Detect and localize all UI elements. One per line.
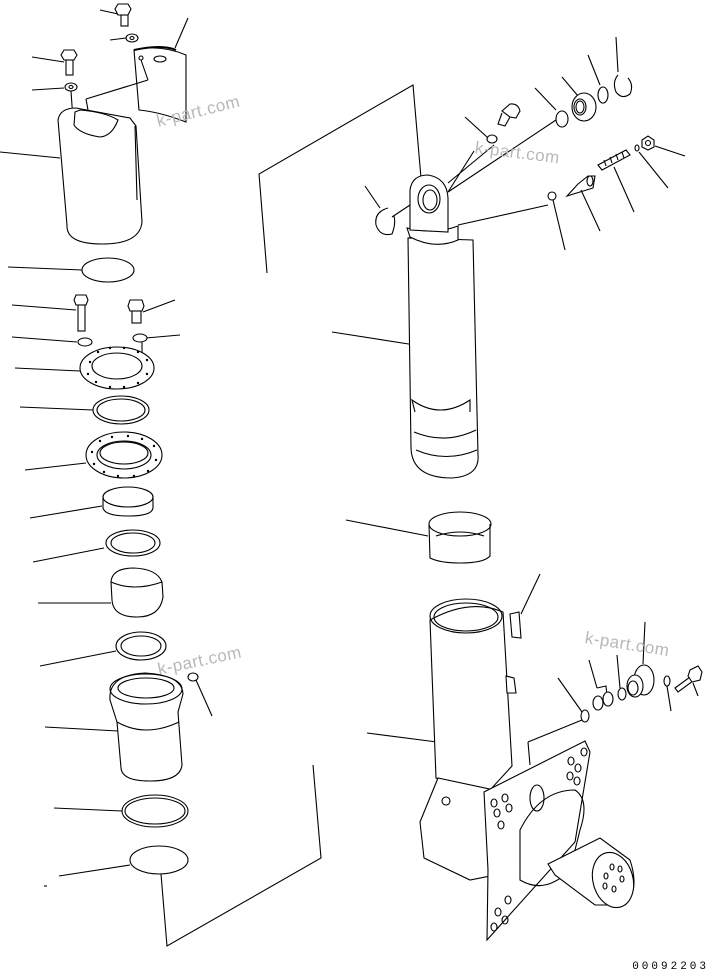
cylindrical-cover [0, 107, 143, 245]
o-ring-upper-2 [587, 54, 609, 104]
bolt-left [31, 49, 78, 76]
bushing [38, 567, 164, 618]
drawing-code: 00092203 [632, 961, 709, 973]
washer-fitting [464, 116, 498, 144]
cover-half [133, 17, 189, 123]
spring [597, 149, 635, 213]
grease-fitting [497, 103, 521, 127]
flange-plate [14, 346, 155, 390]
eye-rod-cylinder [331, 174, 479, 479]
o-ring-3 [44, 845, 189, 887]
washer-side [663, 675, 672, 712]
flanged-ring [24, 431, 163, 479]
plate-tab [505, 573, 541, 694]
bearing [561, 76, 597, 122]
band [29, 486, 154, 519]
flanged-housing [44, 672, 184, 782]
washer-top [109, 33, 139, 43]
check-valve [565, 175, 601, 232]
sleeve [345, 511, 492, 564]
seal-ring [19, 395, 150, 425]
mounting-flange [483, 740, 635, 942]
o-ring-1 [7, 257, 135, 283]
snap-ring-upper [613, 36, 633, 98]
bolt-long [11, 294, 89, 332]
toothed-ring-2 [39, 631, 167, 667]
bolt-short [127, 299, 176, 324]
o-ring-side-2 [616, 654, 627, 701]
o-ring-upper [534, 87, 569, 128]
column-housing [366, 598, 513, 881]
o-ring-side-1 [527, 677, 590, 766]
washer-pair [11, 333, 181, 355]
bolt-top [99, 3, 132, 27]
washer-valve [547, 191, 566, 251]
cap [626, 621, 655, 698]
o-ring-2 [53, 794, 189, 828]
snap-ring-left [364, 185, 411, 236]
o-ring-small [634, 144, 669, 189]
plug [187, 672, 213, 717]
toothed-ring [32, 529, 161, 563]
bolt-side [674, 665, 703, 697]
nut [641, 135, 686, 157]
shims [588, 659, 614, 711]
